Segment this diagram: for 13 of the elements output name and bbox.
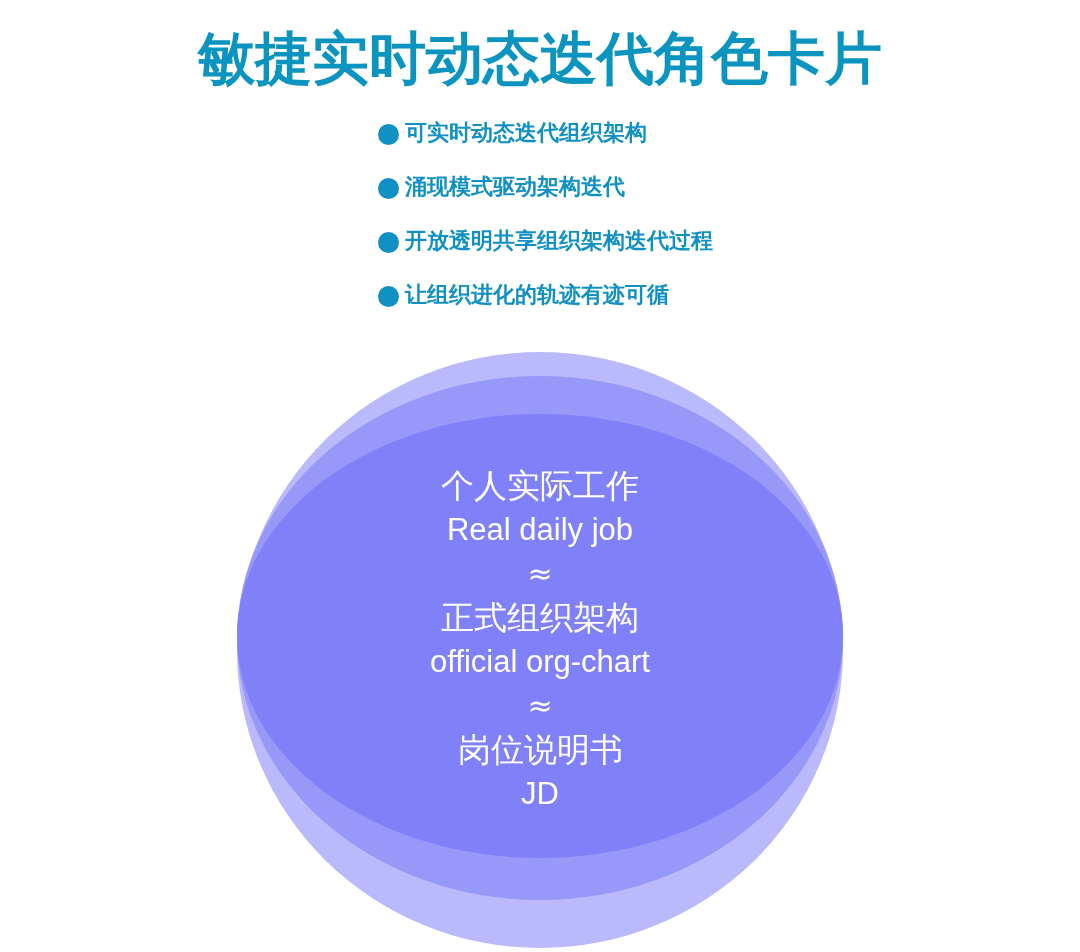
bullet-text: 可实时动态迭代组织架构 <box>405 119 647 147</box>
bullet-text: 涌现模式驱动架构迭代 <box>405 173 625 201</box>
bullet-text: 让组织进化的轨迹有迹可循 <box>405 281 669 309</box>
bullet-text: 开放透明共享组织架构迭代过程 <box>405 227 713 255</box>
circle-subtitle: Real daily job <box>446 511 634 549</box>
circle-heading: 岗位说明书 <box>457 729 623 771</box>
approx-sign: ≈ <box>527 555 553 593</box>
circle-heading: 正式组织架构 <box>441 597 639 639</box>
circle-subtitle: JD <box>521 775 559 813</box>
circle-heading: 个人实际工作 <box>441 465 639 507</box>
page-title: 敏捷实时动态迭代角色卡片 <box>196 24 883 93</box>
approx-sign: ≈ <box>527 687 553 725</box>
circle-subtitle: official org-chart <box>430 643 650 681</box>
